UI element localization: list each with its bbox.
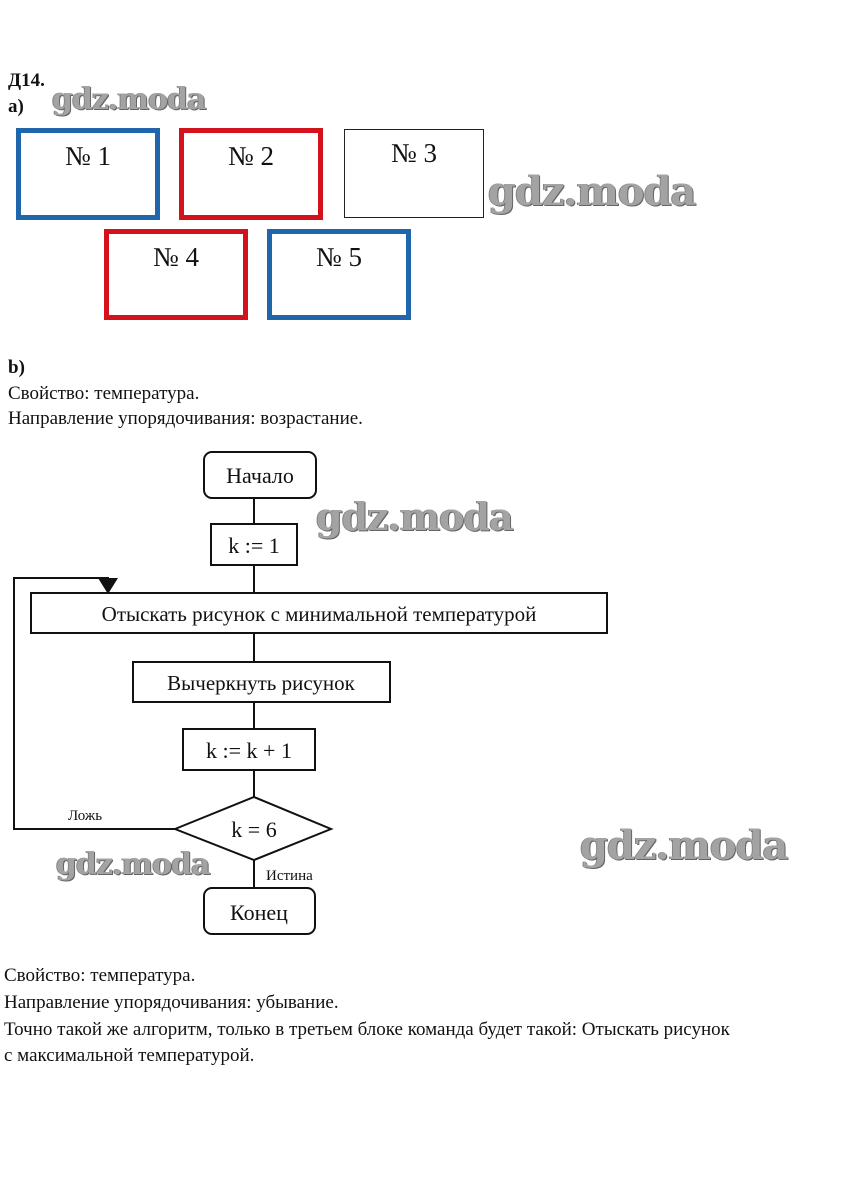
flow-connectors — [13, 498, 255, 888]
footer-property: Свойство: температура. — [4, 965, 196, 986]
find-process — [30, 592, 608, 634]
figure-label: № 1 — [64, 141, 111, 171]
figure-label: № 2 — [227, 141, 274, 171]
figure-label: № 3 — [390, 138, 437, 168]
end-terminal — [203, 887, 316, 935]
start-label: Начало — [226, 463, 294, 488]
crossout-label: Вычеркнуть рисунок — [167, 671, 355, 695]
figure-label: № 4 — [152, 242, 199, 272]
true-branch-label: Истина — [266, 868, 313, 884]
watermark-logo: gdz.moda — [52, 82, 207, 117]
footer-note-line-2: с максимальной температурой. — [4, 1045, 255, 1066]
footer-direction: Направление упорядочивания: убывание. — [4, 992, 339, 1013]
flowchart: Начало k := 1 Отыскать рисунок с минимал… — [13, 451, 608, 935]
end-label: Конец — [230, 900, 288, 925]
part-a-label: а) — [8, 96, 24, 117]
start-terminal — [203, 451, 317, 499]
watermark-logo: gdz.moda — [488, 168, 696, 215]
watermark-logo: gdz.moda — [56, 847, 211, 882]
init-process — [210, 523, 298, 566]
figure-box-2: № 2 — [179, 128, 323, 220]
increment-process — [182, 728, 316, 771]
part-b-label: b) — [8, 357, 25, 378]
increment-label: k := k + 1 — [206, 738, 292, 763]
loop-back-connector — [13, 577, 175, 830]
figure-label: № 5 — [315, 242, 362, 272]
figure-box-3: № 3 — [344, 129, 484, 218]
false-branch-label: Ложь — [68, 808, 102, 824]
watermark-logo: gdz.moda — [316, 494, 514, 539]
part-b-property: Свойство: температура. — [8, 383, 200, 404]
watermark-logo: gdz.moda — [580, 822, 788, 869]
figure-box-1: № 1 — [16, 128, 160, 220]
condition-decision — [172, 795, 334, 862]
footer-note-line-1: Точно такой же алгоритм, только в третье… — [4, 1019, 730, 1040]
find-label: Отыскать рисунок с минимальной температу… — [102, 602, 537, 626]
figure-box-5: № 5 — [267, 229, 411, 320]
task-number: Д14. — [8, 70, 45, 91]
crossout-process — [132, 661, 391, 703]
condition-label: k = 6 — [231, 817, 276, 842]
part-b-direction: Направление упорядочивания: возрастание. — [8, 408, 363, 429]
figure-box-4: № 4 — [104, 229, 248, 320]
init-label: k := 1 — [228, 533, 280, 558]
